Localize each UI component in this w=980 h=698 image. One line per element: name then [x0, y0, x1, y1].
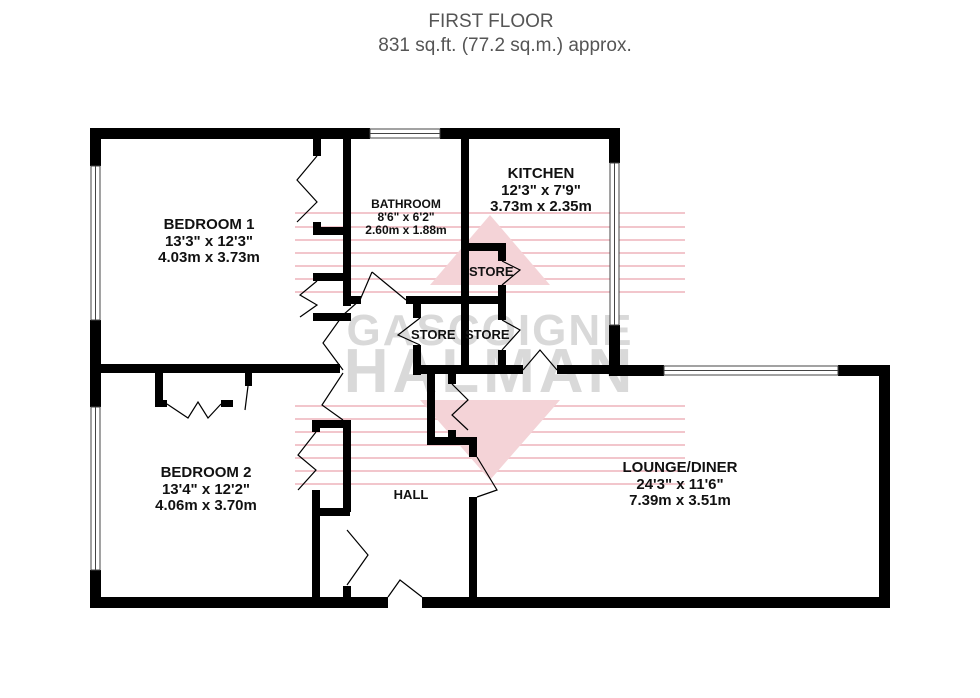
floor-area: 831 sq.ft. (77.2 sq.m.) approx.	[378, 35, 632, 56]
room-imperial: 24'3" x 11'6"	[636, 475, 724, 493]
room-name: BEDROOM 2	[160, 464, 252, 481]
room-bedroom-2: BEDROOM 2 13'4" x 12'2" 4.06m x 3.70m	[155, 464, 257, 515]
room-metric: 3.73m x 2.35m	[490, 198, 592, 215]
windows	[90, 128, 839, 571]
doors	[166, 155, 558, 598]
room-bedroom-1: BEDROOM 1 13'3" x 12'3" 4.03m x 3.73m	[158, 216, 260, 267]
room-imperial: 12'3" x 7'9"	[501, 181, 581, 199]
room-name: KITCHEN	[507, 165, 575, 182]
store-label-center: STORE	[465, 327, 510, 342]
room-lounge-diner: LOUNGE/DINER 24'3" x 11'6" 7.39m x 3.51m	[622, 459, 738, 510]
store-label-hall: STORE	[411, 327, 456, 342]
room-name: BEDROOM 1	[163, 216, 255, 233]
floor-title: FIRST FLOOR	[428, 11, 554, 32]
room-name: BATHROOM	[371, 197, 441, 211]
room-hall: HALL	[393, 487, 429, 502]
room-metric: 7.39m x 3.51m	[629, 492, 731, 509]
plan-header: FIRST FLOOR 831 sq.ft. (77.2 sq.m.) appr…	[0, 10, 980, 58]
store-label-kitchen: STORE	[469, 264, 514, 279]
room-imperial: 13'4" x 12'2"	[161, 480, 251, 498]
walls	[90, 128, 890, 608]
room-metric: 4.03m x 3.73m	[158, 249, 260, 266]
watermark-text: GASCOIGNE HALMAN	[344, 306, 634, 406]
room-imperial: 13'3" x 12'3"	[164, 232, 254, 250]
svg-text:GASCOIGNE: GASCOIGNE	[347, 306, 634, 355]
room-name: LOUNGE/DINER	[622, 459, 738, 476]
room-metric: 2.60m x 1.88m	[365, 223, 447, 238]
room-bathroom: BATHROOM 8'6" x 6'2" 2.60m x 1.88m	[365, 197, 447, 238]
room-name: HALL	[393, 487, 429, 502]
room-kitchen: KITCHEN 12'3" x 7'9" 3.73m x 2.35m	[490, 165, 592, 216]
room-metric: 4.06m x 3.70m	[155, 497, 257, 514]
room-imperial: 8'6" x 6'2"	[377, 210, 435, 225]
